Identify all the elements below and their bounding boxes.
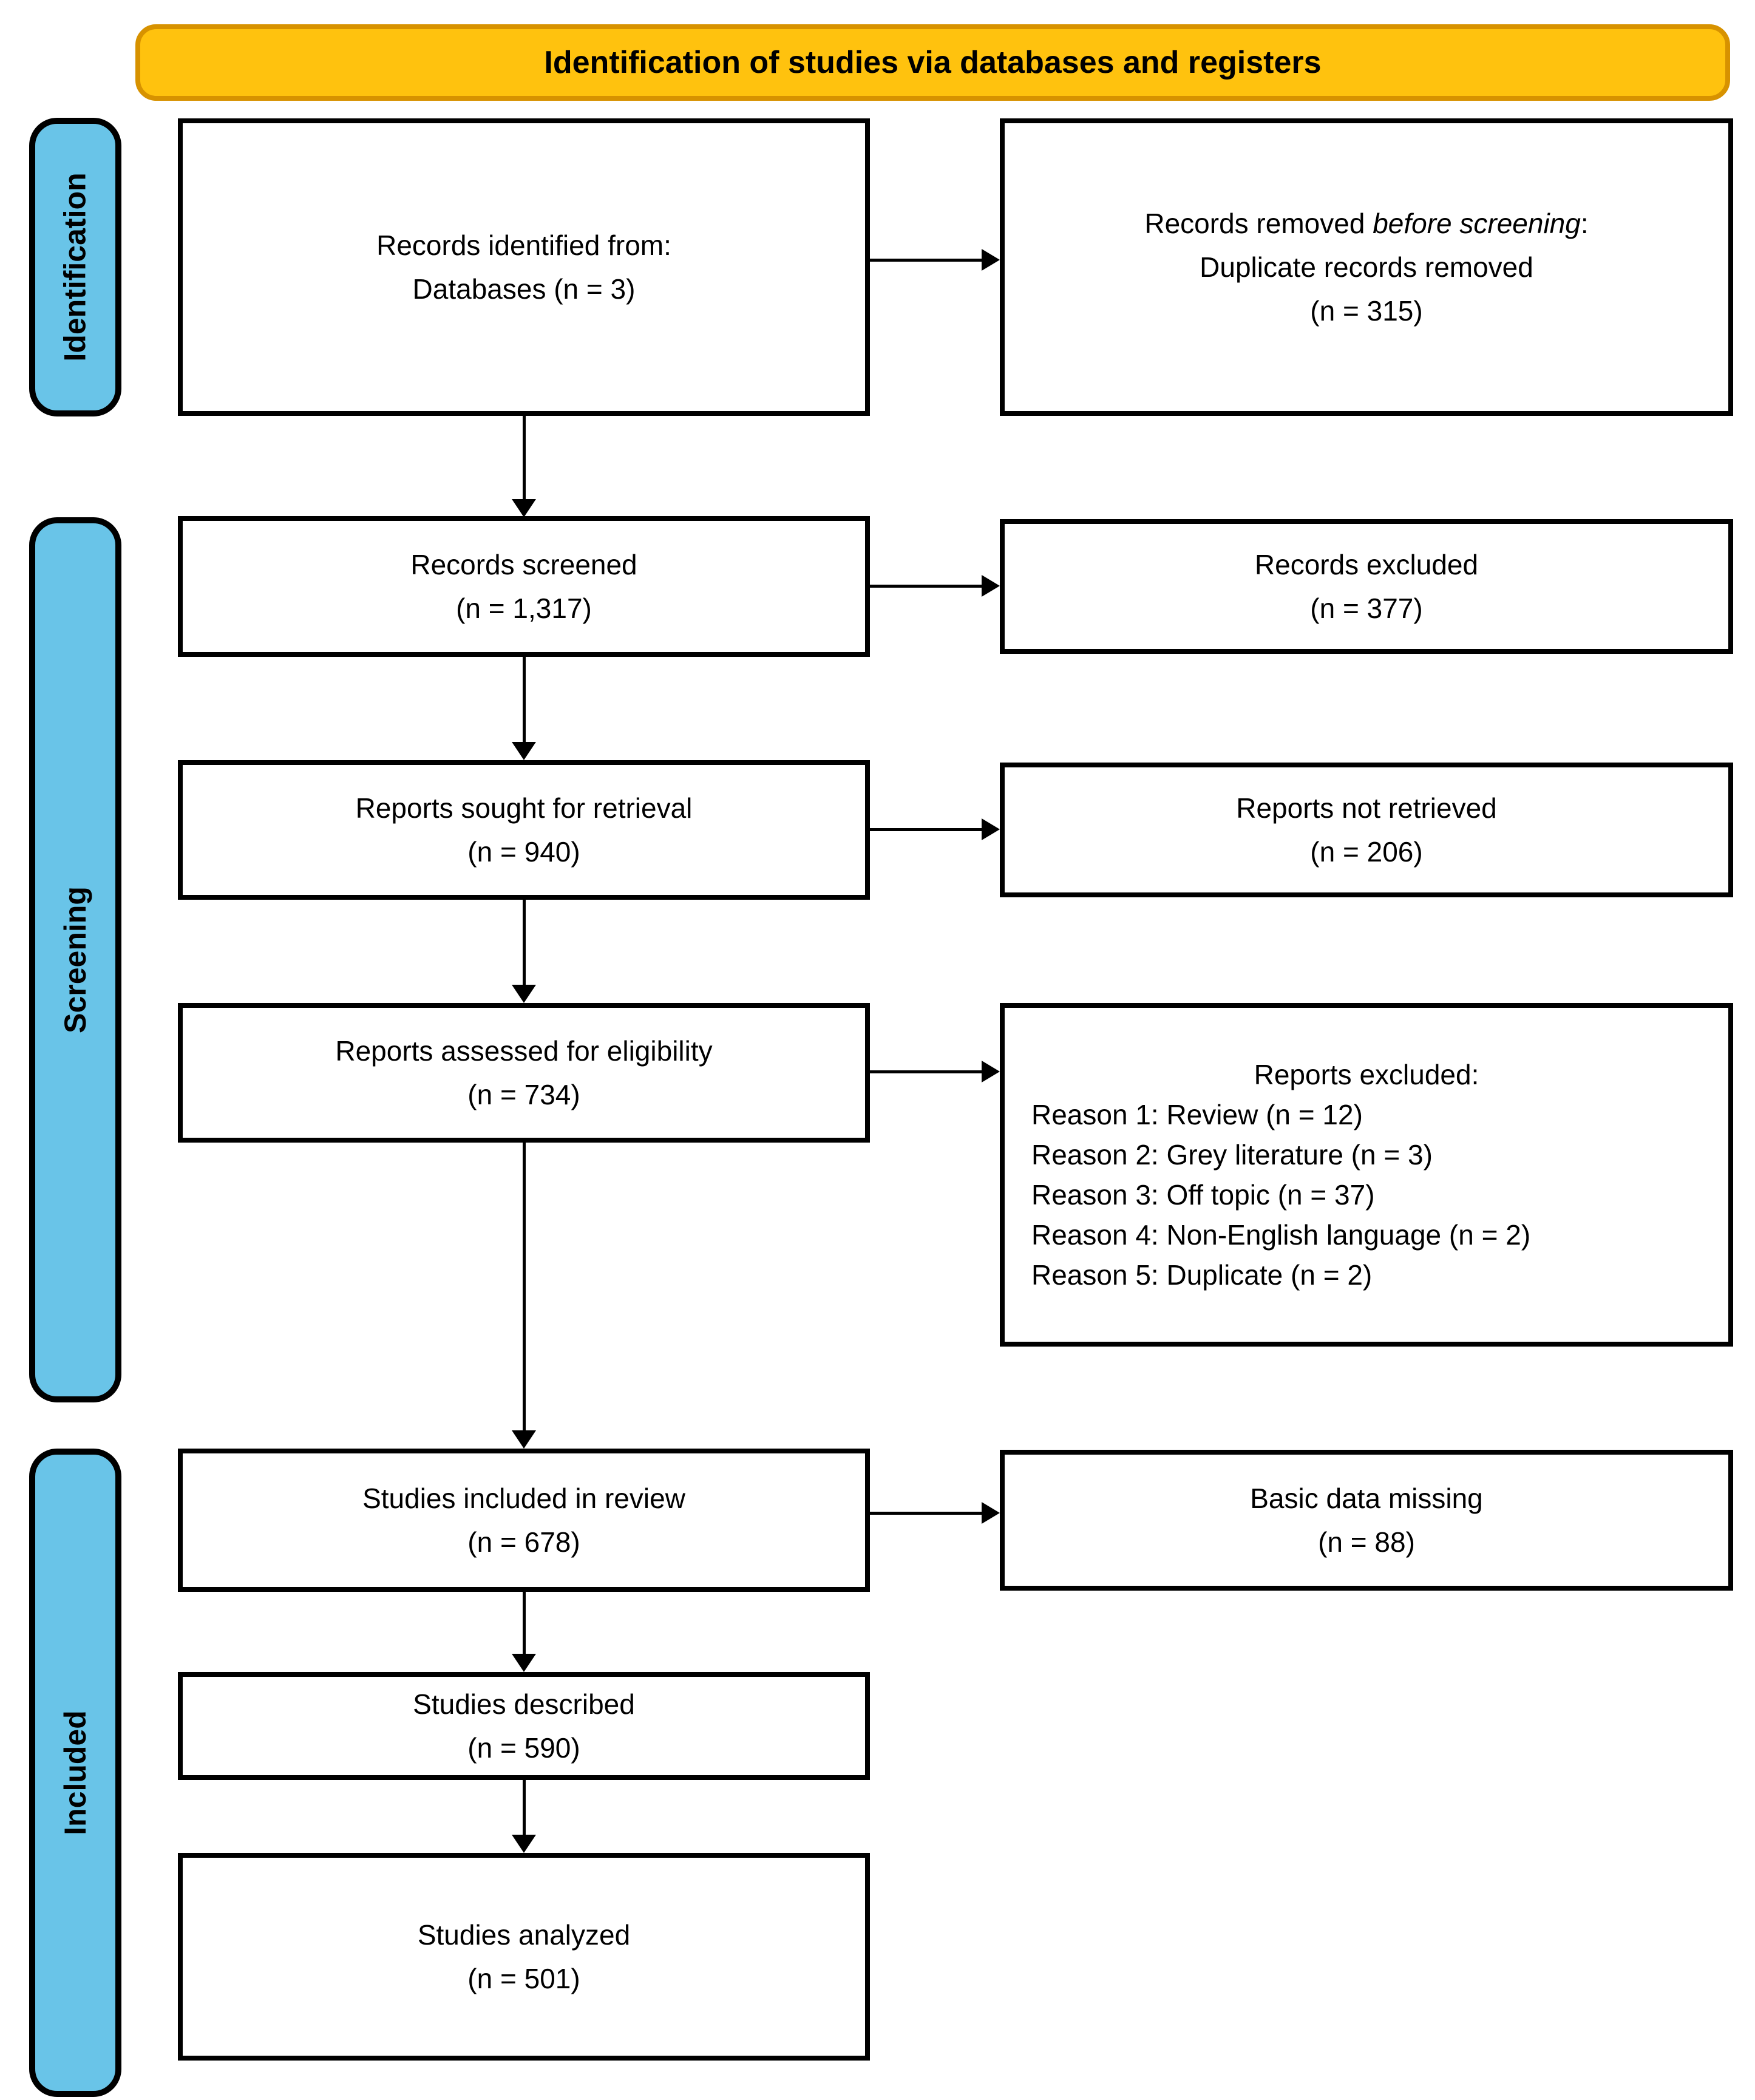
box-studies-described-line2: (n = 590) [467, 1732, 580, 1764]
box-reports-sought-line1: Reports sought for retrieval [355, 792, 693, 824]
arrow-head-down [512, 1430, 536, 1449]
box-studies-described-line1: Studies described [413, 1688, 635, 1720]
box-reports-excluded-reason-4: Reason 4: Non-English language (n = 2) [1031, 1219, 1531, 1251]
arrow-shaft [870, 828, 982, 831]
arrow-shaft [523, 1143, 526, 1430]
box-records-removed: Records removed before screening: Duplic… [1000, 118, 1733, 416]
box-studies-analyzed-line2: (n = 501) [467, 1963, 580, 1994]
box-records-excluded-line1: Records excluded [1254, 549, 1479, 580]
box-studies-included-line2: (n = 678) [467, 1526, 580, 1558]
stage-screening-label: Screening [58, 886, 92, 1033]
box-reports-excluded-reason-5: Reason 5: Duplicate (n = 2) [1031, 1259, 1373, 1291]
arrow-head-down [512, 742, 536, 760]
box-reports-excluded-reason-2: Reason 2: Grey literature (n = 3) [1031, 1139, 1433, 1171]
box-records-removed-line2: Duplicate records removed [1200, 251, 1533, 283]
arrow-shaft [870, 259, 982, 262]
box-records-screened-line1: Records screened [410, 549, 637, 580]
records-removed-prefix: Records removed [1144, 208, 1373, 239]
arrow-shaft [870, 1070, 982, 1073]
box-basic-data-missing-line1: Basic data missing [1250, 1483, 1483, 1514]
box-studies-analyzed-line1: Studies analyzed [417, 1919, 631, 1951]
arrow-head-right [982, 1061, 1000, 1082]
arrow-head-right [982, 818, 1000, 840]
stage-identification-label: Identification [58, 172, 93, 362]
box-reports-excluded-reason-3: Reason 3: Off topic (n = 37) [1031, 1179, 1375, 1211]
stage-included: Included [29, 1449, 121, 2097]
arrow-head-down [512, 1654, 536, 1672]
arrow-shaft [523, 416, 526, 499]
records-removed-suffix: : [1580, 208, 1589, 239]
arrow-head-down [512, 1835, 536, 1853]
arrow-shaft [523, 1592, 526, 1654]
stage-screening: Screening [29, 517, 121, 1402]
box-reports-assessed: Reports assessed for eligibility (n = 73… [178, 1003, 870, 1143]
box-reports-not-retrieved: Reports not retrieved (n = 206) [1000, 763, 1733, 897]
stage-identification: Identification [29, 118, 121, 416]
box-reports-excluded-title: Reports excluded: [1254, 1059, 1479, 1090]
arrow-head-down [512, 499, 536, 517]
box-reports-sought: Reports sought for retrieval (n = 940) [178, 760, 870, 900]
box-studies-included: Studies included in review (n = 678) [178, 1449, 870, 1592]
box-studies-described: Studies described (n = 590) [178, 1672, 870, 1780]
arrow-head-right [982, 575, 1000, 597]
box-basic-data-missing: Basic data missing (n = 88) [1000, 1450, 1733, 1591]
box-reports-assessed-line2: (n = 734) [467, 1079, 580, 1110]
box-records-removed-line1: Records removed before screening: [1144, 202, 1588, 245]
box-records-screened: Records screened (n = 1,317) [178, 516, 870, 657]
arrow-head-right [982, 1502, 1000, 1524]
arrow-shaft [523, 657, 526, 742]
arrow-shaft [870, 1512, 982, 1515]
box-records-excluded: Records excluded (n = 377) [1000, 519, 1733, 654]
box-studies-included-line1: Studies included in review [362, 1483, 685, 1514]
box-reports-assessed-line1: Reports assessed for eligibility [335, 1035, 713, 1067]
box-records-removed-line3: (n = 315) [1310, 295, 1423, 327]
box-records-identified: Records identified from: Databases (n = … [178, 118, 870, 416]
box-reports-not-retrieved-line2: (n = 206) [1310, 836, 1423, 868]
box-reports-sought-line2: (n = 940) [467, 836, 580, 868]
arrow-shaft [523, 900, 526, 985]
header-banner: Identification of studies via databases … [135, 24, 1730, 101]
box-records-identified-line1: Records identified from: [376, 229, 671, 261]
box-reports-excluded-reason-1: Reason 1: Review (n = 12) [1031, 1099, 1363, 1130]
box-studies-analyzed: Studies analyzed (n = 501) [178, 1853, 870, 2061]
box-records-excluded-line2: (n = 377) [1310, 593, 1423, 624]
box-basic-data-missing-line2: (n = 88) [1318, 1526, 1415, 1558]
box-reports-excluded: Reports excluded: Reason 1: Review (n = … [1000, 1003, 1733, 1347]
box-records-identified-line2: Databases (n = 3) [412, 273, 636, 305]
arrow-shaft [870, 585, 982, 588]
records-removed-italic: before screening [1373, 208, 1581, 239]
arrow-head-right [982, 249, 1000, 271]
box-records-screened-line2: (n = 1,317) [456, 593, 592, 624]
stage-included-label: Included [58, 1710, 93, 1835]
box-reports-not-retrieved-line1: Reports not retrieved [1236, 792, 1497, 824]
header-title: Identification of studies via databases … [544, 45, 1322, 80]
arrow-shaft [523, 1780, 526, 1835]
arrow-head-down [512, 985, 536, 1003]
